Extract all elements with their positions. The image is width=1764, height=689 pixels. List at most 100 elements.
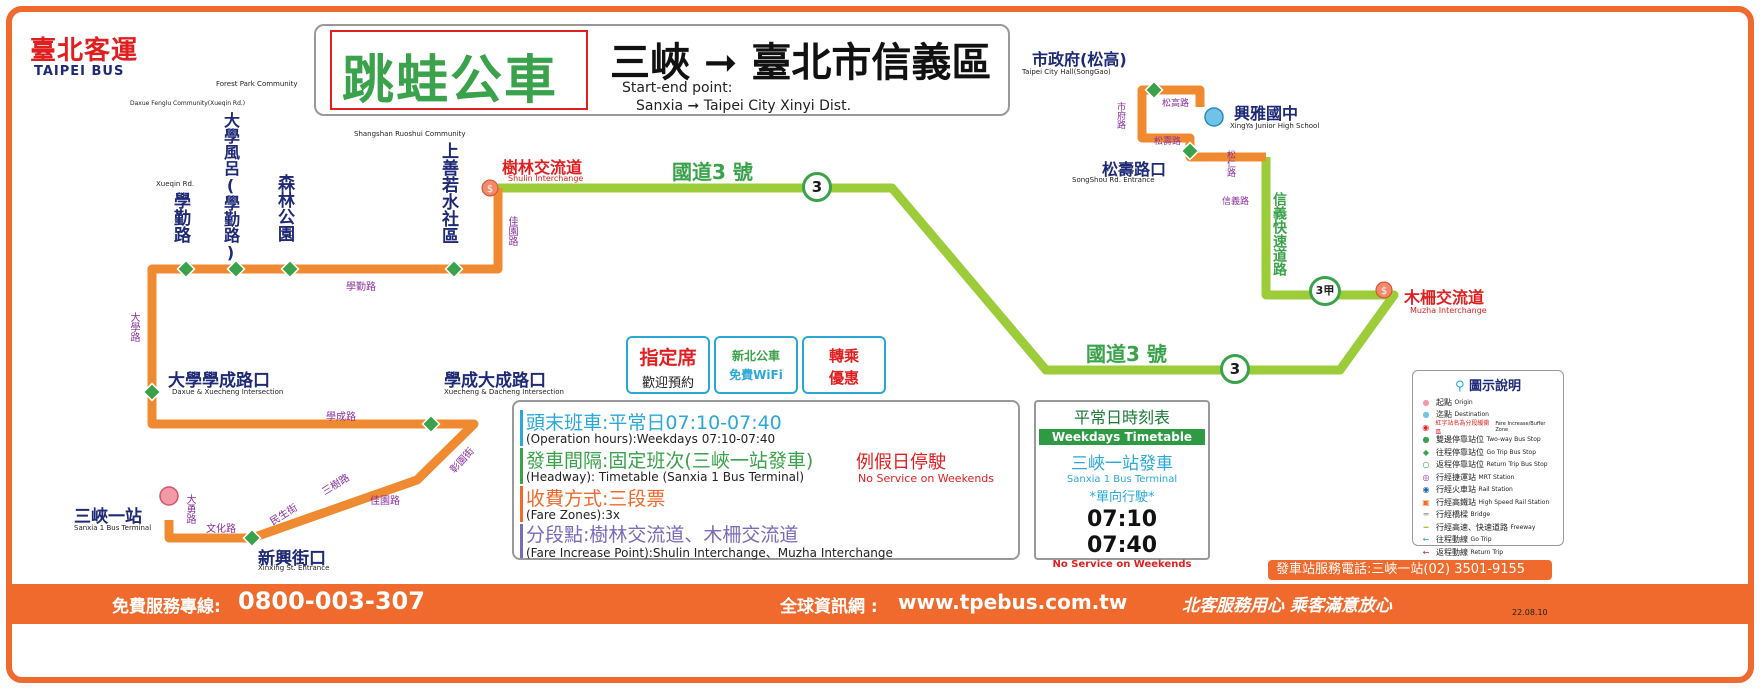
legend-item-return-stop: ○返程停靠站位 Return Trip Bus Stop bbox=[1419, 459, 1557, 472]
stop-xingya-en: XingYa Junior High School bbox=[1230, 122, 1320, 130]
legend-item-en: Go Trip Bus Stop bbox=[1486, 448, 1536, 456]
stop-shangshan-en: Shangshan Ruoshui Community bbox=[354, 130, 466, 138]
legend-item-en: Rail Station bbox=[1478, 486, 1513, 494]
freeway-shield-c: 3甲 bbox=[1309, 276, 1341, 306]
destination-icon: ● bbox=[1422, 410, 1430, 420]
stop-marker-xinxing bbox=[242, 528, 262, 548]
legend-item-return-trip: ←返程動線 Return Trip bbox=[1419, 546, 1557, 559]
footer-web-link[interactable]: www.tpebus.com.tw bbox=[898, 590, 1128, 614]
timetable-time-1: 07:10 bbox=[1086, 507, 1158, 532]
freeway-shield-b: 3 bbox=[1220, 354, 1250, 384]
badge-transfer-line2: 優惠 bbox=[828, 369, 859, 387]
legend-item-zh: 行經高鐵站 bbox=[1436, 497, 1476, 507]
stop-shulin-en: Shulin Interchange bbox=[508, 174, 584, 183]
badge-wifi-line2: 免費WiFi bbox=[729, 368, 783, 382]
stop-muzha-zh: 木柵交流道 bbox=[1404, 288, 1485, 307]
legend-item-zh: 往程動線 bbox=[1436, 535, 1468, 545]
badge-wifi-line1: 新北公車 bbox=[731, 349, 780, 363]
legend-item-zh: 返程停靠站位 bbox=[1436, 460, 1484, 470]
return-trip-arrow-icon: ← bbox=[1422, 547, 1430, 557]
legend-item-hsr: ▣行經高鐵站 High Speed Rail Station bbox=[1419, 496, 1557, 509]
footer-slogan: 北客服務用心 乘客滿意放心 bbox=[1182, 596, 1392, 616]
origin-icon: ● bbox=[1422, 397, 1430, 407]
road-songshou: 松壽路 bbox=[1154, 137, 1182, 147]
legend-item-en: MRT Station bbox=[1478, 473, 1515, 481]
legend-item-zh: 行經橋樑 bbox=[1436, 510, 1468, 520]
station-phone-bar: 發車站服務電話:三峽一站(02) 3501-9155 bbox=[1268, 560, 1552, 580]
stop-daxue-fenglu-zh: 大學風呂(學勤路) bbox=[221, 112, 240, 262]
stop-marker-forest-park bbox=[280, 259, 300, 279]
legend-item-freeway: ━行經高速、快速道路 Freeway bbox=[1419, 521, 1557, 534]
road-wenhua: 文化路 bbox=[206, 524, 236, 535]
info-headway-en: (Headway): Timetable (Sanxia 1 Bus Termi… bbox=[526, 470, 805, 484]
legend-item-zh: 行經高速、快速道路 bbox=[1436, 522, 1508, 532]
legend-item-zh: 行經火車站 bbox=[1436, 485, 1476, 495]
start-end-route: Sanxia ➞ Taipei City Xinyi Dist. bbox=[636, 98, 852, 114]
road-xuecheng: 學成路 bbox=[326, 412, 356, 423]
timetable-oneway: *單向行駛* bbox=[1089, 490, 1155, 505]
stop-marker-xueqin bbox=[176, 259, 196, 279]
legend-item-mrt: ◎行經捷運站 MRT Station bbox=[1419, 471, 1557, 484]
fare-marker-shulin bbox=[481, 179, 499, 197]
stop-xinxing-zh: 新興街口 bbox=[258, 549, 326, 569]
info-fare-point-zh: 分段點:樹林交流道、木柵交流道 bbox=[526, 524, 799, 546]
footer-hotline-number[interactable]: 0800-003-307 bbox=[238, 587, 425, 615]
road-daxue: 大學路 bbox=[128, 312, 139, 342]
legend-item-en: High Speed Rail Station bbox=[1478, 498, 1550, 506]
go-trip-arrow-icon: ← bbox=[1422, 535, 1430, 545]
two-way-stop-icon: ● bbox=[1422, 435, 1430, 445]
route-map-frame: $ $ 3 3 3甲 臺北客運 TAIPEI BUS 跳蛙公車 三峽 ➞ 臺北市… bbox=[6, 6, 1754, 683]
stop-sanxia-zh: 三峽一站 bbox=[74, 507, 142, 527]
mrt-icon: ◎ bbox=[1422, 472, 1430, 482]
start-end-label: Start-end point: bbox=[622, 80, 733, 96]
stop-city-hall-en: Taipei City Hall(SongGao) bbox=[1022, 68, 1111, 76]
stop-city-hall-zh: 市政府(松高) bbox=[1032, 50, 1127, 69]
footer-hotline-label: 免費服務專線: bbox=[112, 597, 221, 617]
go-trip-stop-icon: ◆ bbox=[1422, 447, 1430, 457]
legend-title: ⚲ 圖示說明 bbox=[1419, 375, 1557, 394]
footer-bar bbox=[12, 584, 1748, 624]
freeway-shield-a: 3 bbox=[802, 172, 832, 202]
road-xinyi-expressway: 信義快速道路 bbox=[1271, 192, 1287, 276]
info-bar-hours bbox=[520, 410, 523, 446]
legend-item-fare-zone: ◉紅字站名為分段緩衝區 Fare Increase/Buffer Zone bbox=[1419, 420, 1557, 436]
stop-muzha-en: Muzha Interchange bbox=[1410, 306, 1487, 315]
info-headway-zh: 發車間隔:固定班次(三峽一站發車) bbox=[526, 450, 814, 472]
stop-xueqin-zh: 學勤路 bbox=[170, 192, 190, 243]
stop-daxue-fenglu-en: Daxue Fenglu Community(Xueqin Rd.) bbox=[130, 100, 246, 107]
road-songren: 松仁路 bbox=[1225, 150, 1235, 177]
stop-xingya-zh: 興雅國中 bbox=[1234, 104, 1299, 123]
fare-marker-muzha bbox=[1375, 281, 1393, 299]
bridge-icon: ═ bbox=[1423, 510, 1429, 520]
legend-item-en: Return Trip Bus Stop bbox=[1486, 461, 1548, 469]
origin-marker bbox=[159, 486, 179, 506]
legend-item-origin: ●起點 Origin bbox=[1419, 396, 1557, 409]
timetable-origin-en: Sanxia 1 Bus Terminal bbox=[1066, 474, 1178, 485]
badge-reserved-line1: 指定席 bbox=[639, 347, 697, 369]
stop-forest-park-zh: 森林公園 bbox=[274, 174, 294, 242]
stop-marker-xuecheng-dacheng bbox=[421, 414, 441, 434]
legend-item-en: Two-way Bus Stop bbox=[1486, 436, 1541, 444]
stop-marker-daxue-xuecheng bbox=[142, 382, 162, 402]
freeway-shield-b-label: 3 bbox=[1229, 360, 1241, 378]
badge-transfer: 轉乘 優惠 bbox=[802, 336, 886, 394]
legend-item-bridge: ═行經橋樑 Bridge bbox=[1419, 509, 1557, 522]
stop-xueqin-en: Xueqin Rd. bbox=[156, 180, 195, 188]
stop-songshou-zh: 松壽路口 bbox=[1102, 160, 1167, 179]
info-hours-en: (Operation hours):Weekdays 07:10-07:40 bbox=[526, 432, 776, 446]
service-name: 跳蛙公車 bbox=[342, 51, 559, 111]
legend-item-destination: ●迄點 Destination bbox=[1419, 409, 1557, 422]
road-xinyi: 信義路 bbox=[1222, 197, 1250, 207]
info-fare-zh: 收費方式:三段票 bbox=[526, 488, 666, 510]
legend-title-text: 圖示說明 bbox=[1469, 379, 1522, 394]
timetable-title-en: Weekdays Timetable bbox=[1039, 429, 1205, 445]
stop-xuecheng-dacheng-zh: 學成大成路口 bbox=[444, 371, 546, 391]
stop-xinxing-en: Xinxing St. Entrance bbox=[258, 564, 330, 572]
road-songgao: 松高路 bbox=[1162, 99, 1190, 109]
logo-zh: 臺北客運 bbox=[30, 36, 139, 66]
road-freeway3-b: 國道3 號 bbox=[1086, 342, 1167, 366]
legend-item-two-way: ●雙邊停靠站位 Two-way Bus Stop bbox=[1419, 434, 1557, 447]
info-no-service-zh: 例假日停駛 bbox=[856, 452, 946, 473]
rail-icon: ◉ bbox=[1422, 485, 1430, 495]
legend-item-en: Origin bbox=[1454, 398, 1473, 406]
